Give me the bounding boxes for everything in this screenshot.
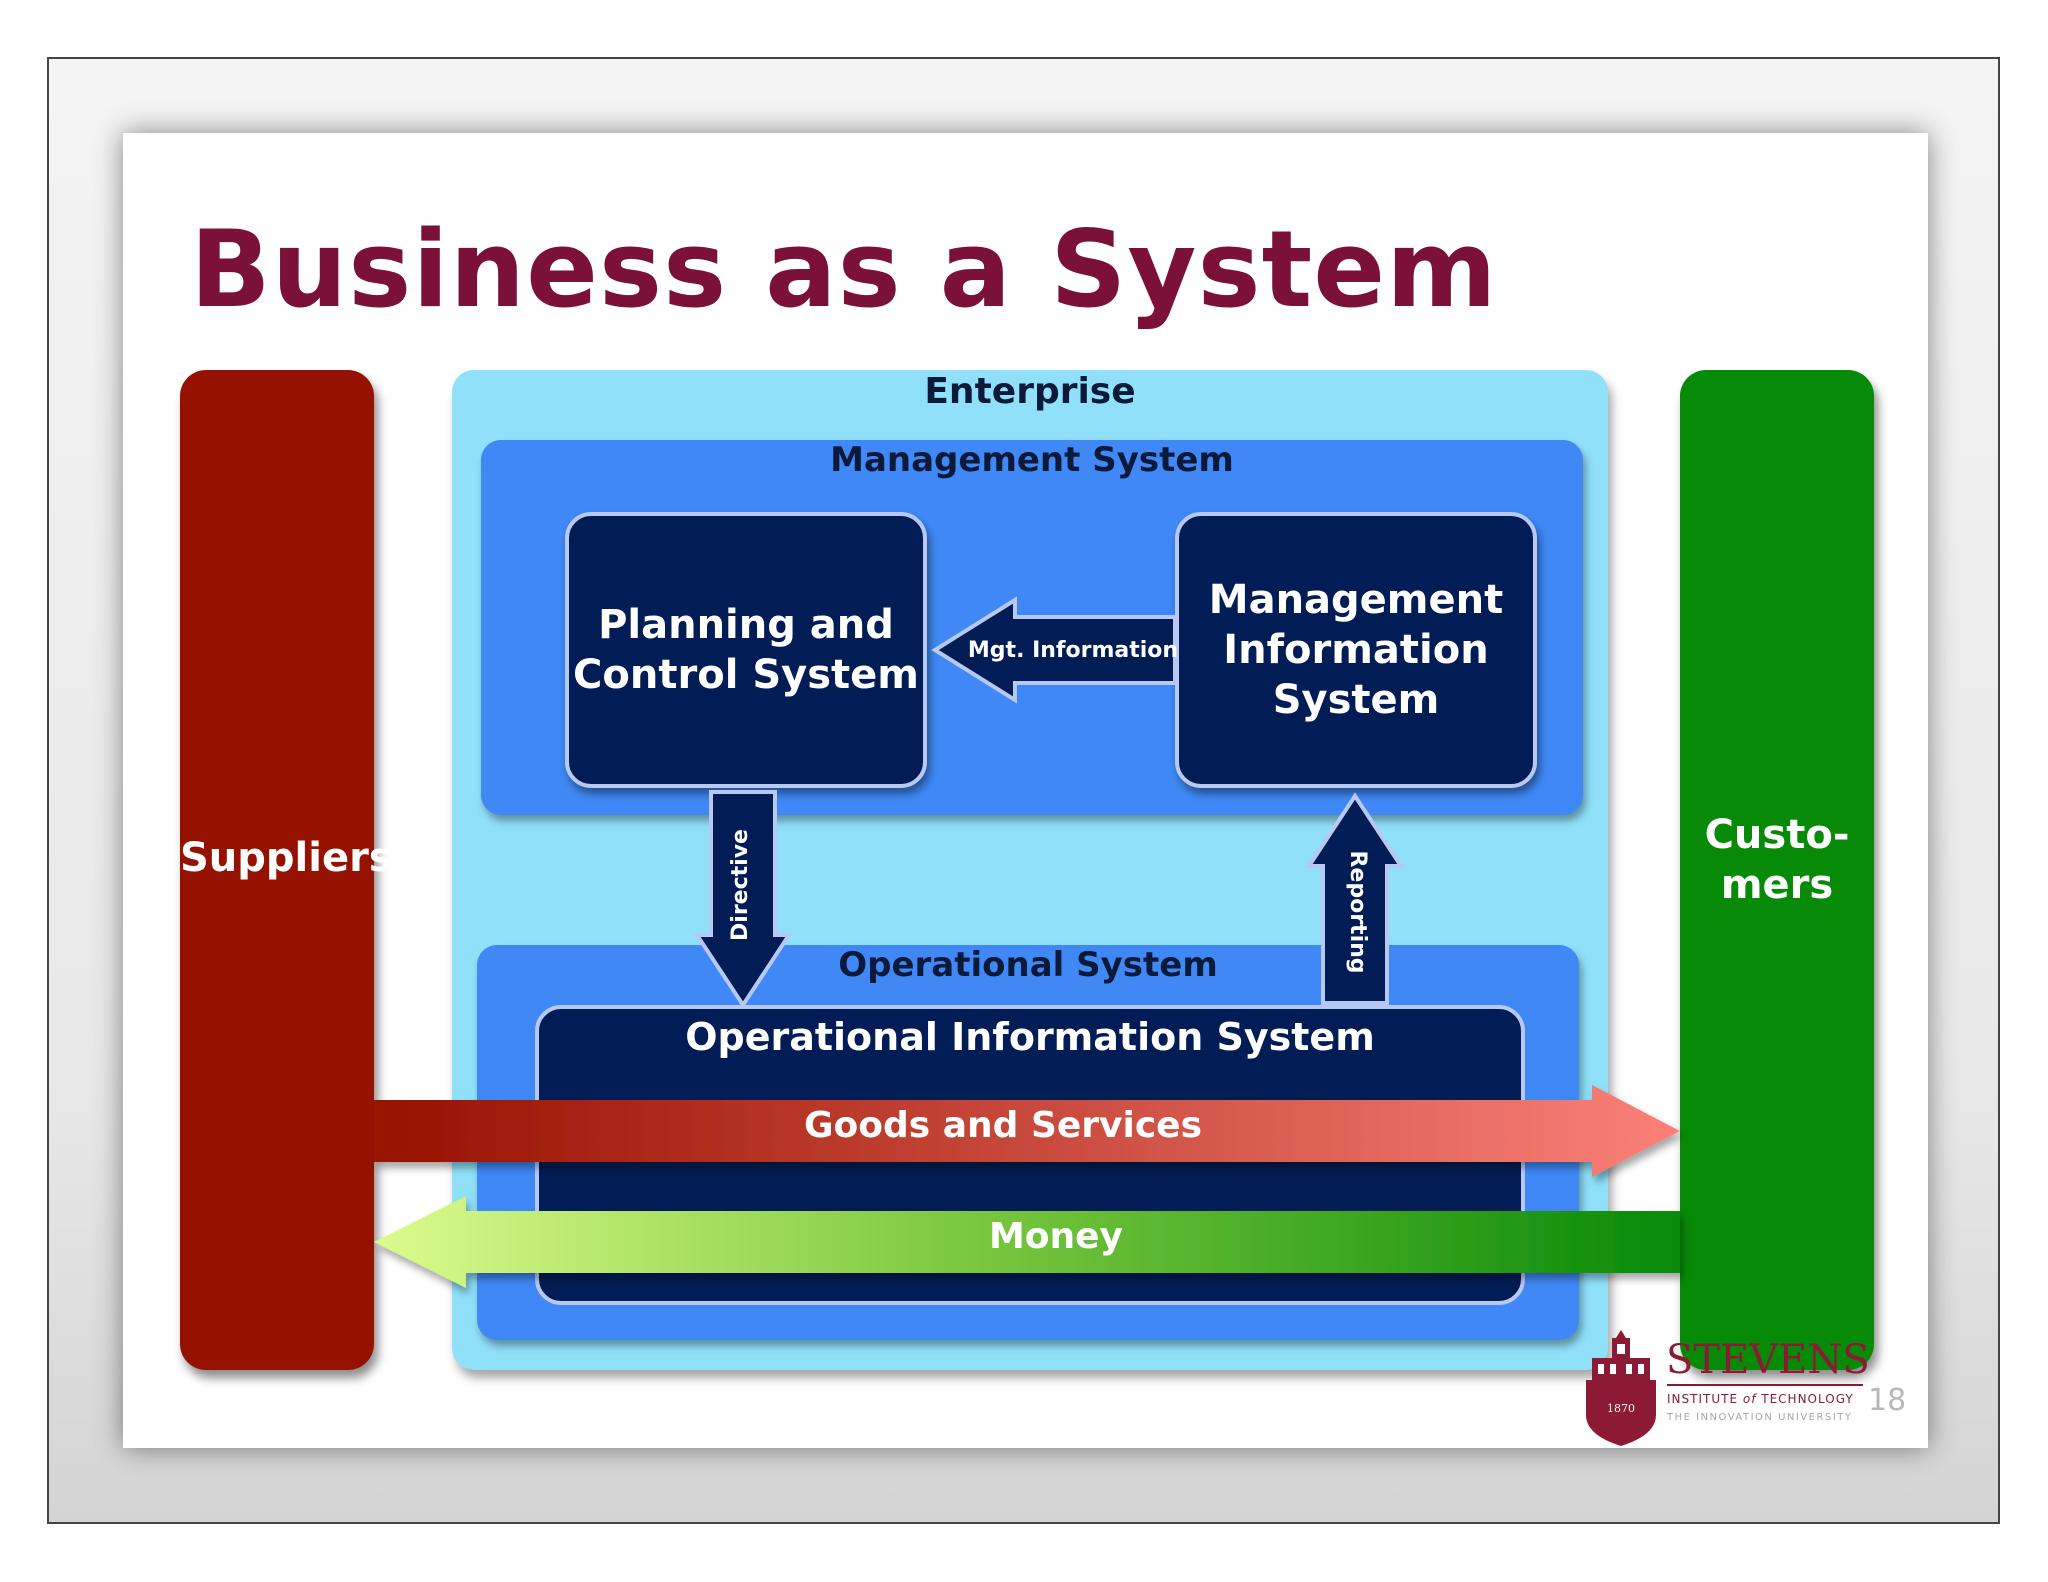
mgt-information-label: Mgt. Information xyxy=(968,638,1178,663)
mis-line1: Management xyxy=(1208,577,1504,623)
directive-arrow xyxy=(693,790,793,1009)
logo-rule xyxy=(1667,1384,1863,1386)
operational-information-system-label: Operational Information System xyxy=(685,1015,1375,1059)
operational-system-label: Operational System xyxy=(838,945,1218,985)
logo-tagline: THE INNOVATION UNIVERSITY xyxy=(1667,1412,1853,1423)
suppliers-box: Suppliers xyxy=(180,370,393,1370)
mis-line3: System xyxy=(1272,677,1440,723)
logo-subtitle-suffix: TECHNOLOGY xyxy=(1761,1392,1854,1406)
mis-line2: Information xyxy=(1223,627,1489,673)
reporting-label: Reporting xyxy=(1345,850,1370,973)
logo-subtitle: INSTITUTE of TECHNOLOGY xyxy=(1667,1392,1854,1406)
customers-label-line1: Custo- xyxy=(1704,812,1850,858)
planning-control-line1: Planning and xyxy=(598,602,894,648)
management-system-label: Management System xyxy=(830,440,1234,480)
slide-title: Business as a System xyxy=(190,208,1498,331)
stevens-logo: 1870 STEVENS INSTITUTE of TECHNOLOGY THE… xyxy=(1578,1330,1870,1450)
logo-subtitle-prefix: INSTITUTE xyxy=(1667,1392,1739,1406)
stevens-shield-icon: 1870 xyxy=(1586,1330,1656,1446)
goods-and-services-arrow xyxy=(374,1085,1680,1177)
reporting-arrow xyxy=(1305,792,1405,1005)
management-information-system-box: Management Information System xyxy=(1175,512,1537,788)
suppliers-label: Suppliers xyxy=(180,835,393,881)
directive-label: Directive xyxy=(728,829,753,941)
page-number: 18 xyxy=(1868,1383,1907,1418)
planning-control-line2: Control System xyxy=(573,652,919,698)
customers-box: Custo- mers xyxy=(1680,370,1874,1370)
logo-name: STEVENS xyxy=(1666,1337,1870,1383)
money-arrow xyxy=(374,1196,1680,1288)
money-label: Money xyxy=(989,1216,1123,1257)
logo-year: 1870 xyxy=(1607,1402,1635,1415)
goods-and-services-label: Goods and Services xyxy=(804,1105,1202,1146)
planning-control-system-box: Planning and Control System xyxy=(565,512,927,788)
enterprise-label: Enterprise xyxy=(924,371,1136,412)
logo-subtitle-of: of xyxy=(1742,1392,1757,1406)
customers-label-line2: mers xyxy=(1720,862,1834,908)
mgt-information-arrow xyxy=(931,596,1177,704)
